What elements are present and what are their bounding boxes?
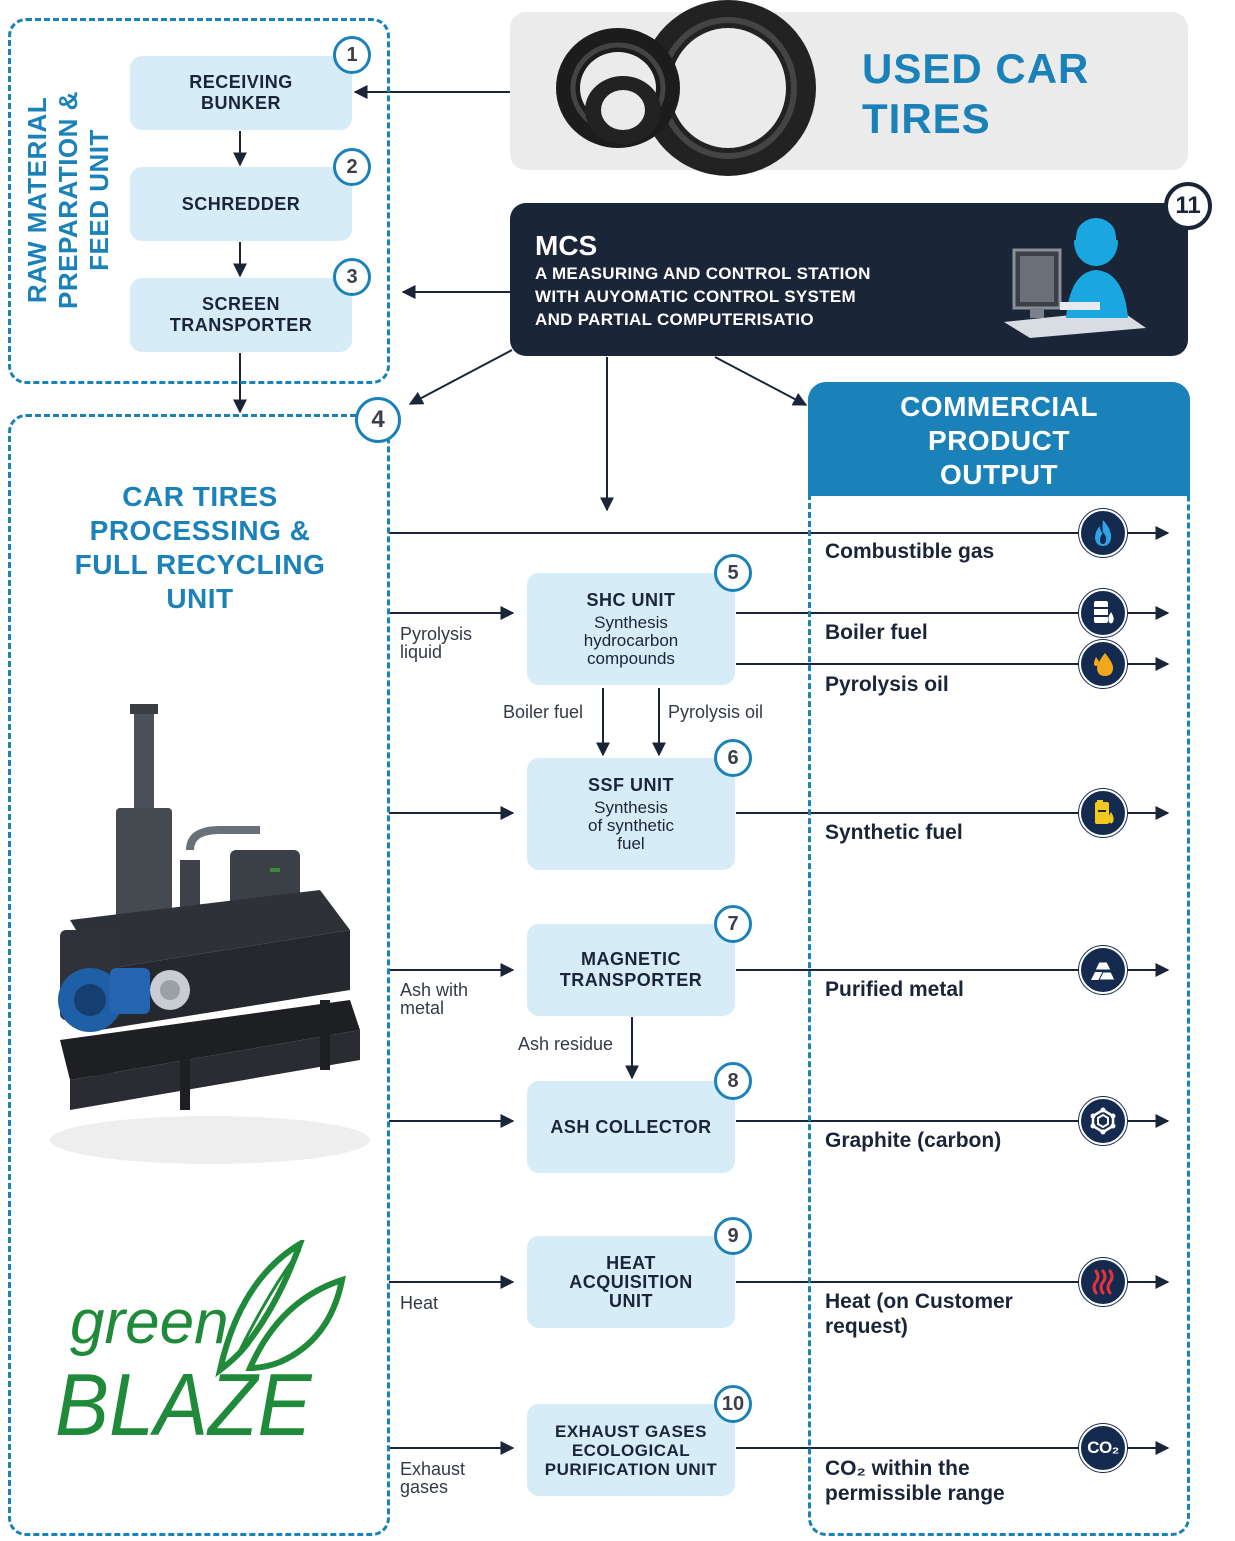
output-pyrolysis-oil: Pyrolysis oil — [825, 673, 949, 696]
step-badge-8: 8 — [714, 1062, 752, 1100]
oil-drop-icon — [1079, 640, 1127, 688]
processing-title-line-2: PROCESSING & — [89, 515, 311, 546]
output-purified-metal: Purified metal — [825, 978, 964, 1001]
tires-image — [556, 0, 816, 176]
shc-unit-box: SHC UNIT Synthesis hydrocarbon compounds — [527, 573, 735, 685]
used-tires-title: USED CAR TIRES — [862, 44, 1089, 144]
ash-collector-box: ASH COLLECTOR — [527, 1081, 735, 1173]
heat-acquisition-unit-box: HEAT ACQUISITION UNIT — [527, 1236, 735, 1328]
receiving-bunker-box: RECEIVING BUNKER — [130, 56, 352, 130]
output-synthetic-fuel: Synthetic fuel — [825, 821, 963, 844]
heat-acquisition-unit-title: HEAT ACQUISITION UNIT — [569, 1252, 693, 1311]
ssf-unit-subtitle: Synthesis of synthetic fuel — [588, 798, 674, 853]
processing-unit-frame — [8, 414, 390, 1536]
raw-material-unit-frame — [8, 18, 390, 384]
step-badge-7: 7 — [714, 905, 752, 943]
step-badge-6: 6 — [714, 739, 752, 777]
carbon-molecule-icon — [1079, 1097, 1127, 1145]
step-badge-1: 1 — [333, 36, 371, 74]
raw-label-line-2: PREPARATION & — [53, 91, 83, 309]
pyrolysis-oil-flow-label: Pyrolysis oil — [668, 702, 764, 722]
mcs-title: MCS — [535, 230, 598, 261]
co2-icon: CO₂ — [1079, 1424, 1127, 1472]
metal-ingot-icon — [1079, 946, 1127, 994]
screen-transporter-box: SCREEN TRANSPORTER — [130, 278, 352, 352]
fuel-barrel-icon — [1079, 589, 1127, 637]
mcs-desc-line-1: A MEASURING AND CONTROL STATION — [535, 264, 871, 283]
brand-blaze-text: BLAZE — [55, 1355, 312, 1454]
schredder-title: SCHREDDER — [181, 193, 301, 214]
mcs-desc-line-2: WITH AUYOMATIC CONTROL SYSTEM — [535, 287, 856, 306]
brand-green-text: green — [70, 1288, 229, 1357]
output-boiler-fuel: Boiler fuel — [825, 621, 928, 644]
screen-transporter-title: SCREEN TRANSPORTER — [169, 294, 313, 335]
step-badge-3: 3 — [333, 258, 371, 296]
green-blaze-leaf-icon — [215, 1240, 346, 1378]
magnetic-transporter-title: MAGNETIC TRANSPORTER — [559, 949, 703, 990]
step-badge-2: 2 — [333, 148, 371, 186]
mcs-text: MCS A MEASURING AND CONTROL STATION WITH… — [535, 230, 871, 331]
output-title-line-1: COMMERCIAL — [900, 391, 1098, 422]
output-co2: CO₂ within the permissible range — [825, 1457, 1005, 1505]
pyrolysis-machine-image — [50, 704, 370, 1164]
exhaust-purification-unit-title: EXHAUST GASES ECOLOGICAL PURIFICATION UN… — [544, 1421, 718, 1479]
magnetic-transporter-box: MAGNETIC TRANSPORTER — [527, 924, 735, 1016]
exhaust-gases-label: Exhaust gases — [400, 1459, 466, 1497]
step-badge-11: 11 — [1164, 182, 1212, 230]
step-badge-10: 10 — [714, 1385, 752, 1423]
output-combustible-gas: Combustible gas — [825, 540, 995, 563]
raw-label-line-3: FEED UNIT — [84, 129, 114, 271]
step-badge-5: 5 — [714, 554, 752, 592]
output-graphite: Graphite (carbon) — [825, 1129, 1002, 1152]
processing-unit-title: CAR TIRES PROCESSING & FULL RECYCLING UN… — [40, 480, 360, 616]
ash-collector-title: ASH COLLECTOR — [550, 1116, 712, 1137]
processing-title-line-4: UNIT — [166, 583, 234, 614]
step-badge-9: 9 — [714, 1217, 752, 1255]
ssf-unit-box: SSF UNIT Synthesis of synthetic fuel — [527, 758, 735, 870]
output-heat: Heat (on Customer request) — [825, 1290, 1013, 1338]
processing-title-line-3: FULL RECYCLING — [74, 549, 326, 580]
co2-icon-text: CO₂ — [1087, 1438, 1119, 1457]
boiler-fuel-flow-label: Boiler fuel — [503, 702, 584, 722]
exhaust-purification-unit-box: EXHAUST GASES ECOLOGICAL PURIFICATION UN… — [527, 1404, 735, 1496]
output-title-line-3: OUTPUT — [939, 459, 1059, 490]
title-line-1: USED CAR — [862, 45, 1090, 92]
output-title-line-2: PRODUCT — [928, 425, 1070, 456]
ssf-unit-title: SSF UNIT — [587, 775, 674, 795]
ash-residue-label: Ash residue — [518, 1034, 614, 1054]
schredder-box: SCHREDDER — [130, 167, 352, 241]
title-line-2: TIRES — [862, 95, 991, 142]
shc-unit-subtitle: Synthesis hydrocarbon compounds — [583, 613, 679, 668]
heat-flow-label: Heat — [400, 1293, 439, 1313]
heat-waves-icon — [1079, 1258, 1127, 1306]
raw-label-line-1: RAW MATERIAL — [22, 96, 52, 304]
fuel-canister-icon — [1079, 789, 1127, 837]
pyrolysis-liquid-label: Pyrolysis liquid — [400, 624, 473, 662]
commercial-output-header: COMMERCIAL PRODUCT OUTPUT — [808, 382, 1190, 496]
flame-icon — [1079, 509, 1127, 557]
mcs-desc-line-3: AND PARTIAL COMPUTERISATIO — [535, 310, 814, 329]
shc-unit-title: SHC UNIT — [586, 590, 676, 610]
ash-with-metal-label: Ash with metal — [400, 980, 469, 1018]
processing-title-line-1: CAR TIRES — [122, 481, 278, 512]
operator-computer-icon — [1004, 213, 1146, 338]
raw-material-unit-label: RAW MATERIAL PREPARATION & FEED UNIT — [22, 70, 115, 330]
step-badge-4: 4 — [355, 397, 401, 443]
receiving-bunker-title: RECEIVING BUNKER — [189, 72, 293, 113]
